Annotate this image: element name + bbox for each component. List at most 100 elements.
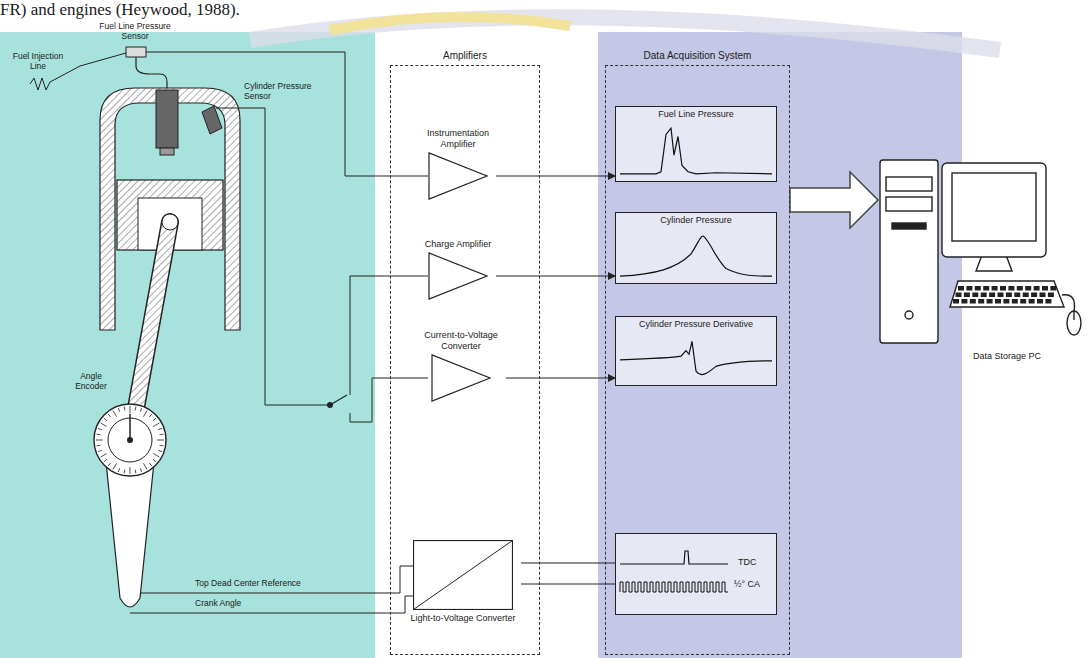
triangle-outline [429,253,487,299]
keyboard-key [1012,299,1018,304]
amplifier-group: AmplifiersInstrumentation AmplifierCharg… [390,65,540,655]
encoder-tick [113,463,117,469]
amplifier-name: Instrumentation Amplifier [420,128,496,150]
tdc-trace [620,551,728,564]
encoder-pointer [129,414,131,440]
encoder-tick [118,408,119,412]
keyboard-key [970,299,976,304]
signal-name: Top Dead Center Reference [195,579,301,589]
keyboard-key [966,286,972,291]
amplifier-label-box: Charge Amplifier [420,226,496,250]
signal-name: Crank Angle [195,599,241,609]
encoder-tick [158,450,162,451]
keyboard-key [989,293,995,298]
encoder-tick [153,423,159,427]
daq-group: Data Acquisition SystemFuel Line Pressur… [605,65,790,655]
display-title: Cylinder Pressure Derivative [616,317,776,329]
encoder-tick [124,407,126,411]
keyboard-key [1020,299,1026,304]
keyboard-key [1014,293,1020,298]
tdc-wire [141,566,413,593]
encoder-tick [135,407,137,411]
amplifier: Charge Amplifier [420,226,496,300]
keyboard-key [992,286,998,291]
computer-icon [878,155,1083,347]
converter-diagonal [414,541,513,610]
waveform [616,122,776,180]
switch-blade [330,395,347,405]
amplifier-name: Charge Amplifier [425,239,492,250]
encoder-tick [104,418,107,421]
encoder-tick [101,423,107,427]
display-title: Cylinder Pressure [616,213,776,225]
signal-display: TDC½° CA [615,533,777,615]
encoder-tick [97,445,101,447]
encoder-tick [149,414,152,417]
encoder-tick [104,459,107,462]
keyboard-key [1031,293,1037,298]
signal-connector [521,584,615,585]
waveform-trace [620,128,772,174]
keyboard-key [1045,299,1051,304]
pulse-traces [616,534,776,614]
keyboard-key [1050,286,1056,291]
keyboard-key [953,299,959,304]
angle-encoder [94,404,166,476]
block-arrow [790,172,878,228]
keyboard-key [998,293,1004,298]
injector [156,90,178,148]
amplifier: Current-to-Voltage Converter [416,328,506,402]
signal-connector [506,378,615,379]
fuel-line-pressure-sensor [126,47,146,57]
amplifier-triangle [428,252,488,300]
amplifier-label-box: Instrumentation Amplifier [420,126,496,150]
encoder-label: Angle Encoder [66,372,116,392]
cylinder-head [100,88,240,330]
line-label: Fuel Injection Line [8,52,68,72]
citation-text: FR) and engines (Heywood, 1988). [0,0,240,20]
encoder-tick [153,418,156,421]
encoder-ticks [96,406,164,474]
triangle-outline [429,153,487,199]
signal-connector [521,563,615,564]
amplifier-name: Current-to-Voltage Converter [416,330,506,352]
encoder-tick [157,440,164,441]
fuel-signal-wire [146,52,428,176]
encoder-tick [160,434,164,436]
keyboard-key [987,299,993,304]
watermark-arc [330,17,570,30]
keyboard-key [1008,286,1014,291]
encoder-tick [118,468,119,472]
watermark-arc [250,17,1000,50]
drive-slot [892,223,926,229]
blue-ground [598,32,962,658]
encoder-tick [98,450,102,451]
mouse-cable [1062,295,1075,311]
charge-wire [350,276,428,395]
encoder-tick [140,408,141,412]
cylinder-signal-wire [216,108,330,405]
encoder-tick [158,428,162,429]
encoder-tick [153,454,159,458]
keyboard-key [961,299,967,304]
keyboard-key [958,286,964,291]
group-title: Amplifiers [361,50,569,61]
keyboard-key [956,293,962,298]
converter-box: Light-to-Voltage Converter [405,540,521,623]
amplifier-label-box: Current-to-Voltage Converter [416,328,506,352]
power-button [905,311,913,319]
converter-name: Light-to-Voltage Converter [405,613,521,623]
encoder-tick [108,463,111,466]
converter-outline [414,541,513,610]
keyboard-key [1025,286,1031,291]
encoder-tick [130,406,131,413]
keyboard-key [972,293,978,298]
encoder-tick [113,411,117,417]
waveform-trace [620,341,772,374]
encoder-tick [153,459,156,462]
keyboard-key [964,293,970,298]
keyboard-key [1006,293,1012,298]
encoder-body [106,462,154,607]
encoder-tick [135,470,137,474]
drive-bay [886,177,932,191]
